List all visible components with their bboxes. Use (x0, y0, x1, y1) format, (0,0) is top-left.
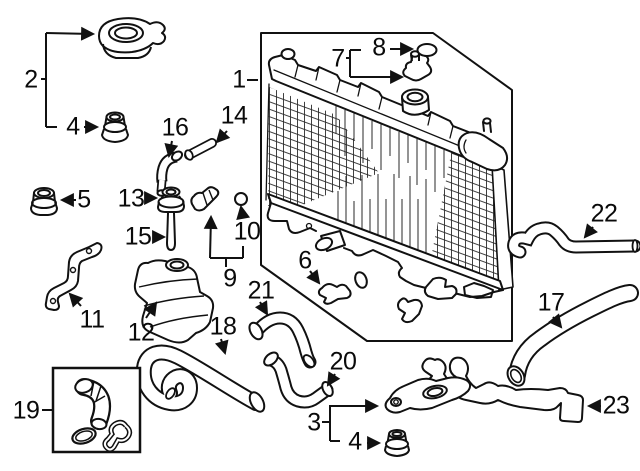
part-label-22: 22 (590, 199, 618, 228)
part-label-9: 9 (223, 264, 237, 293)
part-label-15: 15 (124, 222, 152, 251)
part-label-11: 11 (79, 305, 105, 334)
part-label-12: 12 (127, 318, 155, 347)
hose-22 (507, 221, 640, 259)
leader-lines (41, 26, 601, 450)
grommet-5 (29, 187, 59, 216)
part-label-18: 18 (209, 312, 237, 341)
part-label-21: 21 (247, 276, 275, 305)
part-label-8: 8 (372, 33, 386, 62)
hose-17 (506, 284, 639, 387)
part-label-5: 5 (77, 185, 91, 214)
reserve-tank-12 (133, 258, 215, 344)
part-label-4-lower: 4 (348, 427, 362, 456)
part-label-10: 10 (233, 217, 261, 246)
lower-cushion-bracket-6 (317, 271, 368, 305)
part-label-1: 1 (232, 65, 246, 94)
part-label-2: 2 (24, 65, 38, 94)
reserve-tank-tube-15 (165, 212, 177, 252)
part-label-20: 20 (329, 347, 357, 376)
o-ring-8 (416, 43, 438, 57)
part-label-23: 23 (602, 391, 630, 420)
part-label-19: 19 (12, 396, 40, 425)
part-label-14: 14 (220, 101, 248, 130)
part-label-6: 6 (298, 246, 312, 275)
outlet-plate-3 (384, 376, 472, 414)
radiator-core-hatch (268, 87, 502, 284)
part-label-7: 7 (331, 44, 345, 73)
part-label-13: 13 (117, 184, 145, 213)
hose-18 (135, 344, 266, 413)
part-label-4-upper: 4 (66, 112, 80, 141)
hose-20 (263, 351, 334, 409)
hose-21 (248, 311, 317, 369)
radiator-box-outline (260, 32, 513, 342)
reserve-tank-cap-13 (156, 186, 186, 213)
grommet-4-upper (100, 111, 130, 144)
joint-kit-19 (51, 366, 142, 454)
grommet-4-lower (383, 429, 411, 458)
part-label-17: 17 (537, 288, 565, 317)
radiator-core-fins (335, 106, 445, 254)
part-label-16: 16 (161, 113, 189, 142)
tube-14 (184, 138, 217, 161)
o-ring-10 (234, 192, 248, 206)
stay-bracket-11 (44, 242, 103, 311)
radiator (265, 48, 514, 324)
radiator-cap (98, 17, 167, 59)
drain-spigot-9 (190, 186, 220, 212)
part-label-3: 3 (307, 408, 321, 437)
